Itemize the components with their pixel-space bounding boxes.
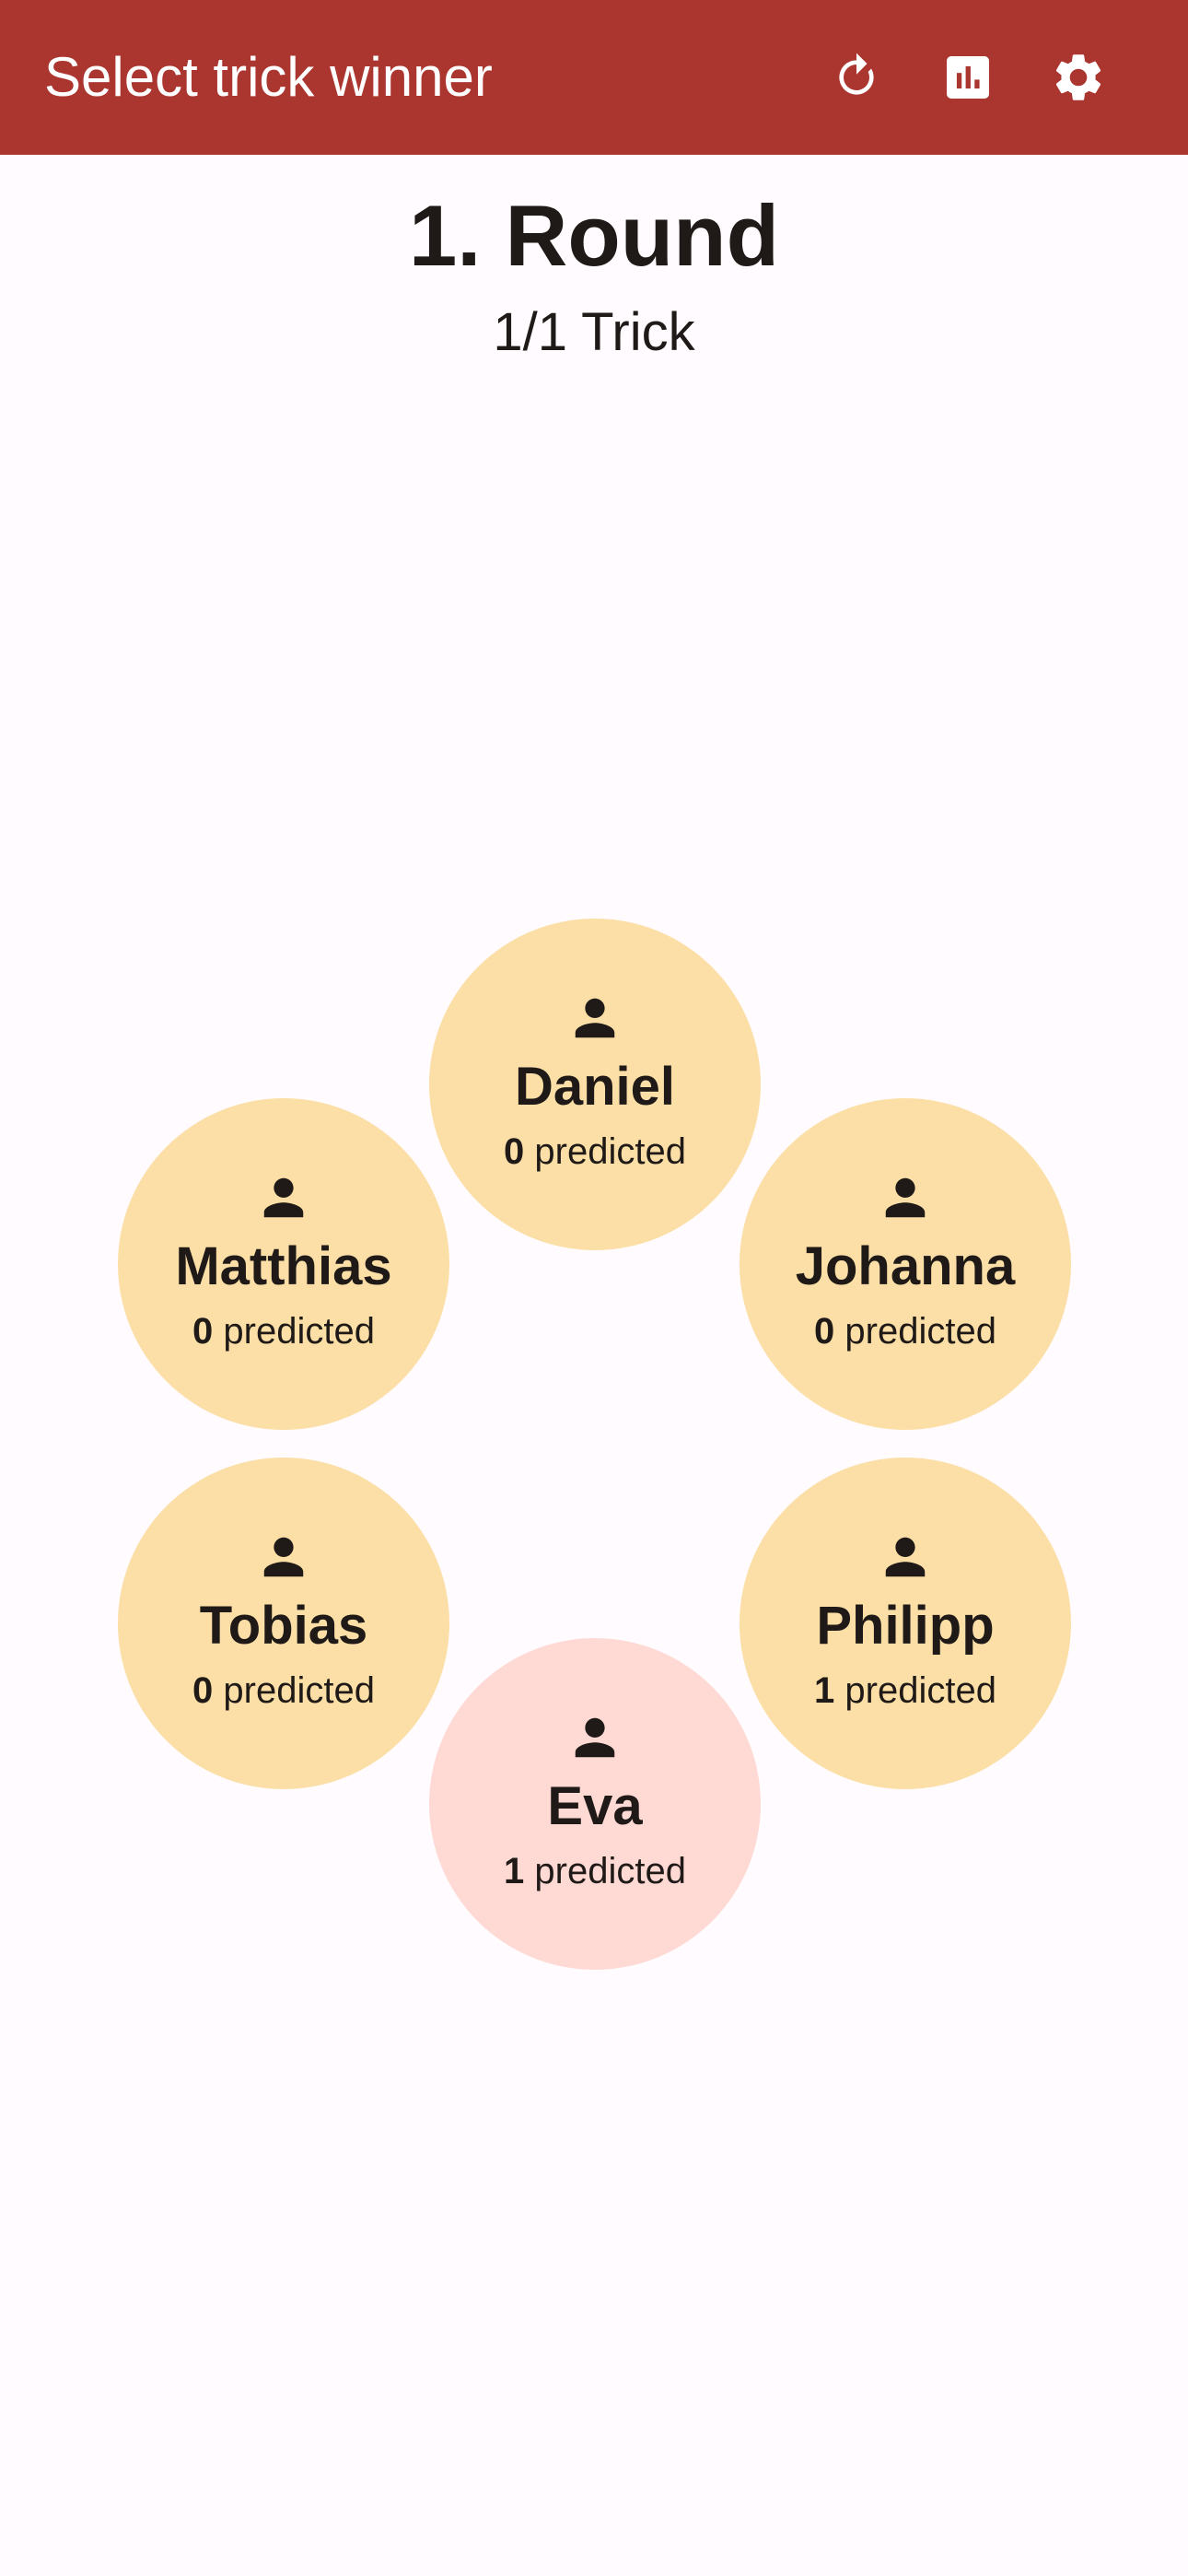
prediction-label: predicted — [534, 1131, 686, 1172]
prediction-label: predicted — [844, 1311, 996, 1352]
player-johanna-button[interactable]: Johanna 0 predicted — [740, 1098, 1071, 1430]
player-name: Johanna — [795, 1236, 1016, 1296]
trick-counter: 1/1 Trick — [493, 302, 695, 362]
prediction-count: 0 — [504, 1131, 525, 1172]
person-icon — [575, 998, 615, 1038]
refresh-button[interactable] — [818, 39, 895, 116]
prediction-count: 0 — [814, 1311, 835, 1352]
prediction-label: predicted — [223, 1311, 375, 1352]
person-icon — [885, 1177, 926, 1218]
prediction-count: 1 — [814, 1670, 835, 1711]
player-name: Tobias — [199, 1596, 368, 1656]
player-matthias-button[interactable]: Matthias 0 predicted — [118, 1098, 449, 1430]
player-name: Matthias — [175, 1236, 392, 1296]
player-name: Philipp — [816, 1596, 995, 1656]
player-prediction: 1 predicted — [740, 1668, 1071, 1714]
settings-gear-icon — [1055, 54, 1101, 100]
player-prediction: 0 predicted — [740, 1308, 1071, 1354]
player-prediction: 0 predicted — [118, 1308, 449, 1354]
person-icon — [263, 1177, 304, 1218]
player-eva-button[interactable]: Eva 1 predicted — [429, 1638, 761, 1970]
prediction-count: 1 — [504, 1851, 525, 1891]
app-bar-title: Select trick winner — [44, 46, 493, 108]
player-daniel-button[interactable]: Daniel 0 predicted — [429, 919, 761, 1250]
player-name: Daniel — [514, 1057, 676, 1117]
prediction-label: predicted — [844, 1670, 996, 1711]
bar-chart-icon — [947, 56, 989, 99]
prediction-count: 0 — [192, 1670, 214, 1711]
round-title: 1. Round — [408, 187, 780, 284]
statistics-button[interactable] — [929, 39, 1007, 116]
app-bar: Select trick winner — [0, 0, 1188, 155]
prediction-label: predicted — [223, 1670, 375, 1711]
refresh-icon — [839, 53, 874, 95]
player-name: Eva — [547, 1776, 643, 1836]
person-icon — [575, 1717, 615, 1758]
player-prediction: 1 predicted — [429, 1848, 761, 1894]
player-philipp-button[interactable]: Philipp 1 predicted — [740, 1458, 1071, 1789]
prediction-label: predicted — [534, 1851, 686, 1891]
player-tobias-button[interactable]: Tobias 0 predicted — [118, 1458, 449, 1789]
settings-button[interactable] — [1040, 39, 1117, 116]
prediction-count: 0 — [192, 1311, 214, 1352]
person-icon — [263, 1537, 304, 1577]
player-prediction: 0 predicted — [118, 1668, 449, 1714]
player-prediction: 0 predicted — [429, 1129, 761, 1175]
person-icon — [885, 1537, 926, 1577]
